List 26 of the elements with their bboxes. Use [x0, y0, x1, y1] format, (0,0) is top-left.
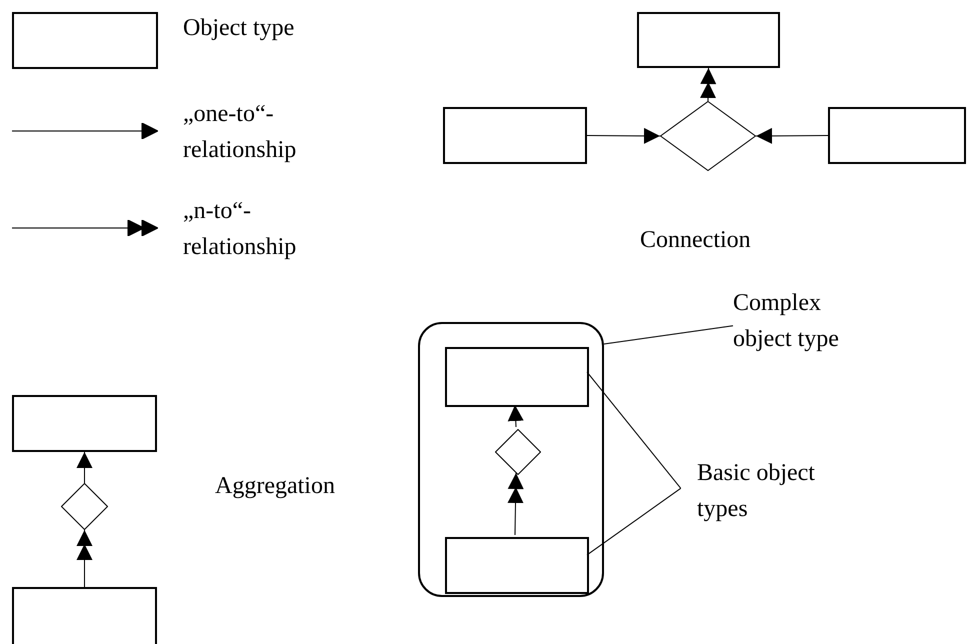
relationship-diamond: [61, 483, 108, 530]
arrow: [586, 128, 660, 144]
section-caption: Connection: [640, 226, 751, 255]
arrow: [508, 404, 524, 428]
leader-line: [586, 372, 682, 489]
entity-box: [12, 395, 157, 452]
node-caption: Object type: [183, 14, 294, 43]
legend-label: „n-to“- relationship: [183, 197, 298, 262]
leader-line: [586, 488, 682, 556]
relationship-diamond: [660, 101, 756, 171]
legend-label: „one-to“- relationship: [183, 100, 298, 165]
callout-label: Complex object type: [733, 285, 863, 357]
relationship-diamond: [495, 429, 541, 475]
entity-box: [12, 12, 158, 69]
entity-box: [445, 537, 589, 594]
leader-line: [604, 325, 734, 344]
arrow: [756, 128, 828, 144]
complex-object-frame: [418, 322, 604, 597]
entity-box: [443, 107, 587, 164]
arrow: [76, 452, 92, 484]
callout-label: Basic object types: [697, 455, 822, 527]
entity-box: [12, 587, 157, 644]
entity-box: [637, 12, 780, 68]
entity-box: [828, 107, 966, 164]
entity-box: [445, 347, 589, 407]
section-caption: Aggregation: [215, 472, 335, 501]
